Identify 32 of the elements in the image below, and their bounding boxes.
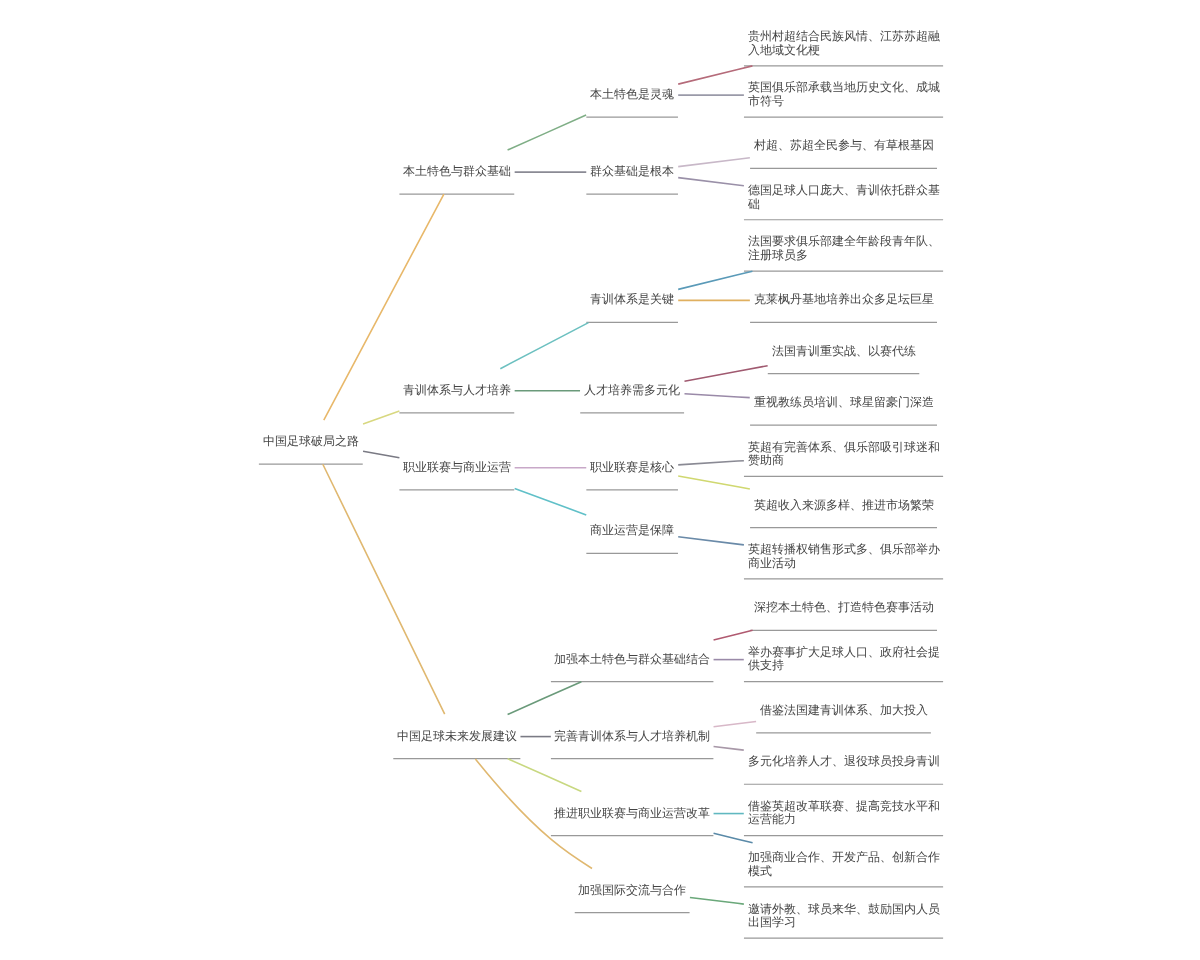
connector [711,832,753,844]
connector [711,745,744,751]
connector [688,896,744,905]
connector [512,390,580,392]
connector [321,463,445,715]
connector [682,364,768,383]
connector [498,321,589,370]
connector [676,270,753,291]
connector [676,176,744,187]
connector [682,393,750,399]
connector [676,459,744,466]
connector [676,475,750,490]
connector [473,758,592,870]
connector [711,812,744,815]
connector [676,536,744,546]
connector [361,410,400,425]
connector [361,450,400,459]
connector [505,757,582,793]
connector [711,720,756,728]
connector [505,680,582,716]
connector [676,65,753,85]
connector [512,487,587,516]
connector [322,193,444,421]
connector [512,467,587,469]
connector [711,629,753,641]
connector [676,157,750,168]
connector [505,114,586,151]
connector [711,658,744,661]
connector [512,171,587,173]
connector [676,299,750,302]
connector [676,94,744,96]
connector [518,735,551,738]
